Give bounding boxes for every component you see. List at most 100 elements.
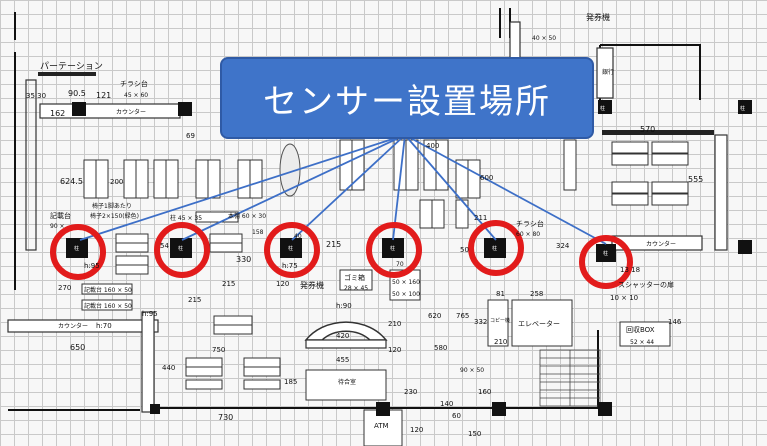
label-box-size: 52 × 44 — [630, 339, 654, 346]
label-counter-bottom: カウンター — [58, 322, 88, 330]
pillar-label-5: 柱 — [492, 245, 497, 252]
label-d215c: 215 — [326, 240, 341, 249]
label-d6245: 624.5 — [60, 177, 83, 186]
label-counter-top: カウンター — [116, 108, 146, 116]
label-d162: 162 — [50, 109, 65, 118]
label-d81: 81 — [496, 290, 505, 298]
sensor-marker-1 — [50, 224, 106, 280]
label-d54: 54 — [160, 242, 169, 250]
label-cushion: 椅子1脚あたり — [92, 202, 132, 210]
label-d765: 765 — [456, 312, 469, 320]
sensor-marker-6 — [579, 235, 633, 289]
label-d455: 455 — [336, 356, 349, 364]
label-d1318: 13 18 — [620, 266, 640, 274]
label-d570: 570 — [640, 125, 655, 134]
label-d620: 620 — [428, 312, 441, 320]
label-box: 回収BOX — [626, 326, 655, 334]
label-d215b: 215 — [188, 296, 201, 304]
label-d3530: 35 30 — [26, 92, 46, 100]
label-h95b: h:95 — [142, 310, 158, 318]
label-d50: 50 — [460, 246, 469, 254]
label-bookshelf: 本棚 60 × 30 — [228, 212, 266, 220]
label-writing160b: 記載台 160 × 50 — [84, 302, 132, 310]
label-bank: 銀行 — [602, 68, 614, 76]
pillar-label-8: 柱 — [600, 105, 605, 112]
label-flyer2: チラシ台 — [516, 219, 544, 228]
label-h75: h:75 — [282, 262, 298, 270]
label-h70b: 70 — [396, 261, 404, 268]
sensor-marker-5 — [468, 220, 524, 276]
callout-title: センサー設置場所 — [263, 81, 551, 122]
label-d258: 258 — [530, 290, 543, 298]
label-d1010: 10 × 10 — [610, 294, 638, 302]
label-d160: 160 — [478, 388, 491, 396]
label-d200: 200 — [110, 178, 123, 186]
label-d600: 600 — [480, 174, 493, 182]
label-d270: 270 — [58, 284, 71, 292]
label-ticket-top: 発券機 — [586, 12, 610, 22]
label-ticket: 発券機 — [300, 280, 324, 290]
sensor-marker-2 — [154, 222, 210, 278]
label-atm: ATM — [374, 422, 389, 430]
label-flyer: チラシ台 — [120, 79, 148, 88]
label-h95: h:95 — [84, 262, 100, 270]
label-d555: 555 — [688, 175, 703, 184]
label-writing-desk: 記載台 — [50, 211, 71, 220]
label-d215a: 215 — [222, 280, 235, 288]
label-d185: 185 — [284, 378, 297, 386]
label-d440: 440 — [162, 364, 175, 372]
pillar-label-3: 柱 — [288, 245, 293, 252]
label-d211: 211 — [474, 214, 487, 222]
label-cushion-size: 椅子2×150(緑色) — [90, 212, 139, 220]
label-trash-size: 28 × 45 — [344, 285, 368, 292]
label-d330: 330 — [236, 255, 251, 264]
pillar-label-6: 柱 — [603, 250, 608, 257]
label-pillar-desk: 柱 45 × 35 — [170, 214, 202, 222]
label-d332: 332 — [474, 318, 487, 326]
label-h70: h:70 — [96, 322, 112, 330]
label-d69: 69 — [186, 132, 195, 140]
pillar-label-1: 柱 — [74, 245, 79, 252]
label-d730: 730 — [218, 413, 233, 422]
label-copy: コピー機 — [490, 317, 510, 324]
label-counter-right: カウンター — [646, 240, 676, 248]
label-d50160: 50 × 160 — [392, 279, 420, 286]
label-d120a: 120 — [276, 280, 289, 288]
label-d40: 40 — [294, 233, 302, 240]
label-h90: h:90 — [336, 302, 352, 310]
label-d4050: 40 × 50 — [532, 35, 556, 42]
pillar-label-2: 柱 — [178, 245, 183, 252]
label-d210b: 210 — [494, 338, 507, 346]
label-d324: 324 — [556, 242, 570, 250]
sensor-location-callout: センサー設置場所 — [220, 57, 594, 139]
pillar-label-7: 柱 — [740, 105, 745, 112]
label-d120c: 120 — [410, 426, 423, 434]
label-elevator: エレベーター — [518, 319, 560, 328]
label-d90: 90 × — [50, 223, 65, 230]
label-d158: 158 — [252, 229, 264, 236]
label-d230: 230 — [404, 388, 417, 396]
label-shutter: スシャッターの扉 — [618, 280, 674, 289]
label-d146: 146 — [668, 318, 682, 326]
label-d60: 60 — [452, 412, 461, 420]
label-d50100: 50 × 100 — [392, 291, 420, 298]
label-d580: 580 — [434, 344, 447, 352]
label-d210a: 210 — [388, 320, 401, 328]
label-d140: 140 — [440, 400, 453, 408]
label-partition: パーテーション — [40, 61, 103, 72]
label-d9050: 90 × 50 — [460, 367, 484, 374]
pillar-label-4: 柱 — [390, 245, 395, 252]
label-d650: 650 — [70, 343, 85, 352]
label-flyer-size: 45 × 60 — [124, 92, 148, 99]
label-d150: 150 — [468, 430, 481, 438]
label-trash: ゴミ箱 — [344, 273, 365, 282]
sensor-marker-3 — [264, 222, 320, 278]
label-d121: 121 — [96, 91, 111, 100]
label-writing160: 記載台 160 × 50 — [84, 286, 132, 294]
label-d420: 420 — [336, 332, 349, 340]
label-d120b: 120 — [388, 346, 401, 354]
sensor-marker-4 — [366, 222, 422, 278]
label-waiting: 待合室 — [338, 378, 356, 386]
